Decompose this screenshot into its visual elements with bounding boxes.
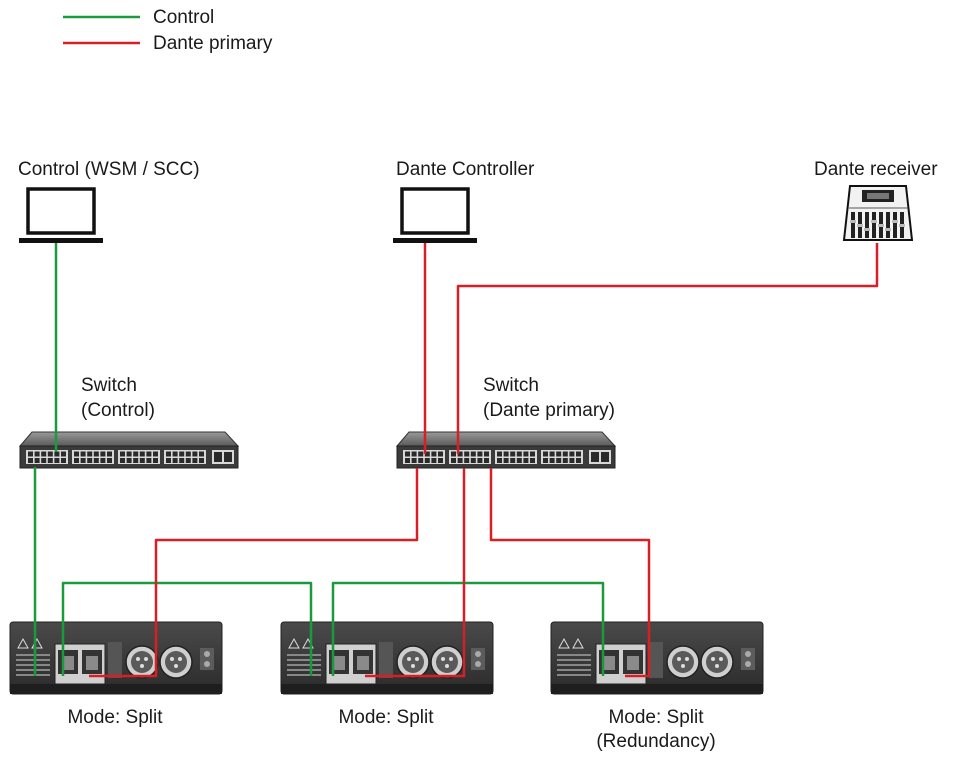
device-rear-panel-2-icon: [280, 621, 494, 695]
switch-dante-label-2: (Dante primary): [483, 400, 615, 421]
cable-dante-switch-to-device-3: [489, 468, 651, 678]
device-3-label-1: Mode: Split: [608, 707, 704, 728]
control-pc-laptop-icon: [19, 187, 103, 243]
cable-dante-receiver-to-switch: [456, 243, 879, 454]
dante-switch-icon: [395, 431, 617, 469]
dante-receiver-label: Dante receiver: [814, 159, 938, 180]
cable-control-device-1-to-device-2: [61, 581, 313, 676]
switch-control-label-1: Switch: [81, 375, 137, 396]
cable-dante-switch-to-device-2: [365, 468, 466, 678]
switch-dante-label-1: Switch: [483, 375, 539, 396]
device-rear-panel-1-icon: [9, 621, 223, 695]
legend-control-label: Control: [153, 7, 215, 28]
device-2-label: Mode: Split: [338, 707, 434, 728]
cable-dante-switch-to-device-1: [89, 468, 419, 678]
dante-receiver-console-icon: [842, 185, 914, 241]
dante-controller-laptop-icon: [393, 187, 477, 243]
cable-control-device-2-to-device-3: [331, 581, 605, 676]
legend-dante-label: Dante primary: [153, 33, 273, 54]
dante-controller-label: Dante Controller: [396, 159, 535, 180]
device-rear-panel-3-icon: [550, 621, 764, 695]
device-1-label: Mode: Split: [67, 707, 163, 728]
control-switch-icon: [18, 431, 240, 469]
switch-control-label-2: (Control): [81, 400, 155, 421]
device-3-label-2: (Redundancy): [596, 731, 716, 752]
control-pc-label: Control (WSM / SCC): [18, 159, 200, 180]
